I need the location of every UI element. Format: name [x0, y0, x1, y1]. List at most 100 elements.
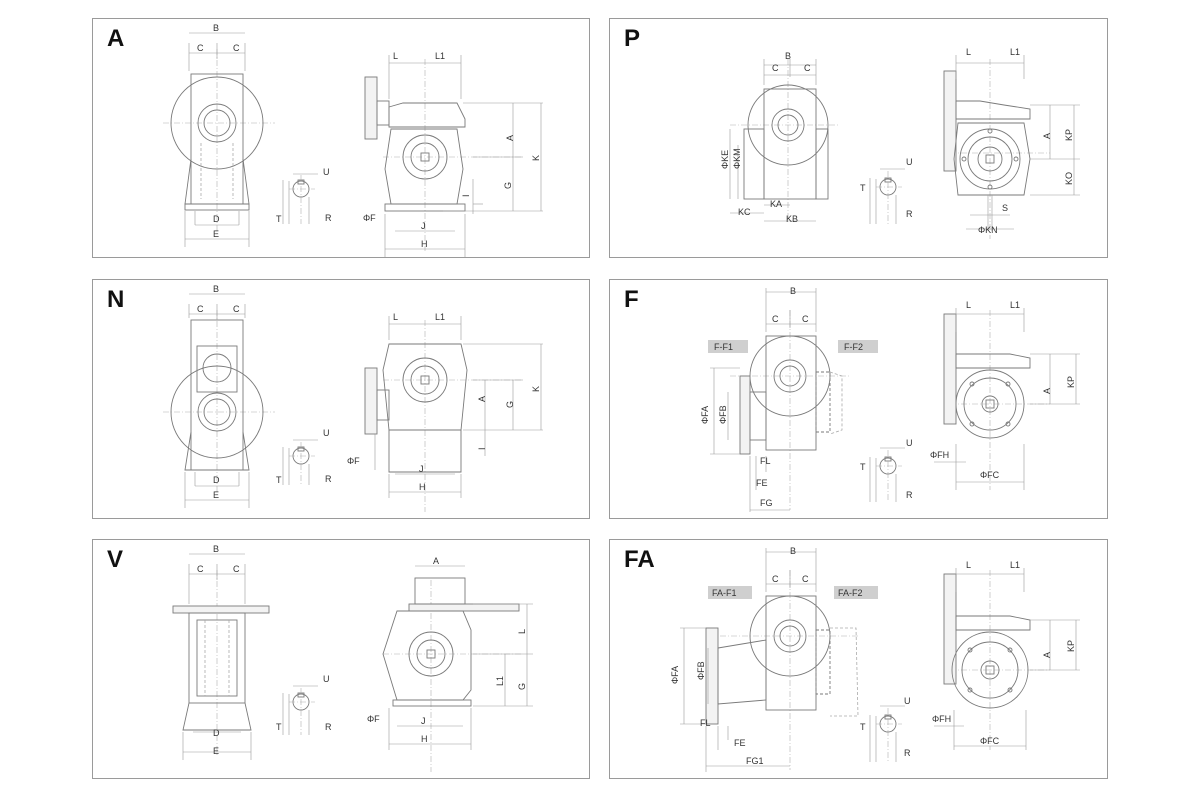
dim-f: ΦF — [363, 213, 376, 223]
shaft-detail: U T R — [276, 428, 332, 485]
dim-fa: ΦFA — [670, 666, 680, 684]
dim-i: I — [461, 194, 471, 197]
dim-fh: ΦFH — [930, 450, 949, 460]
panel-title: FA — [624, 546, 655, 573]
front-view: B C C D E — [163, 23, 275, 247]
panel-title: P — [624, 25, 641, 52]
dim-b: B — [213, 284, 219, 294]
dim-kp: KP — [1064, 129, 1074, 141]
front-view: F-F1 F-F2 B C C ΦFA ΦFB FL FE FG — [700, 286, 878, 512]
dim-t: T — [860, 462, 866, 472]
dim-c: C — [772, 574, 779, 584]
dim-t: T — [276, 475, 282, 485]
dim-h: H — [421, 239, 428, 249]
dim-c: C — [802, 314, 809, 324]
dim-a: A — [1042, 133, 1052, 139]
dim-c: C — [233, 564, 240, 574]
label-tag — [834, 586, 878, 599]
label-tag — [708, 340, 748, 353]
dim-t: T — [276, 214, 282, 224]
drawing-fa: FA-F1 FA-F2 B C C ΦFA ΦFB FL FE FG1 — [670, 546, 1080, 772]
dim-r: R — [325, 722, 332, 732]
dim-l: L — [966, 47, 971, 57]
side-view: L L1 A G K I ΦF J H — [347, 312, 543, 512]
dim-u: U — [906, 157, 913, 167]
dim-a: A — [505, 135, 515, 141]
panel-f: F F-F1 F-F2 — [609, 279, 1108, 519]
panel-a: A B C C D — [92, 18, 590, 258]
panel-title: A — [107, 25, 125, 52]
front-view: FA-F1 FA-F2 B C C ΦFA ΦFB FL FE FG1 — [670, 546, 878, 772]
side-view: L L1 A KP ΦFH ΦFC — [932, 560, 1080, 750]
shaft-detail: U T R — [276, 674, 332, 735]
dim-f: ΦF — [367, 714, 380, 724]
dim-l1: L1 — [435, 51, 445, 61]
dim-c: C — [197, 43, 204, 53]
side-view: L L1 A KP ΦFH ΦFC — [930, 300, 1080, 490]
dim-e: E — [213, 746, 219, 756]
dim-f: ΦF — [347, 456, 360, 466]
dim-c: C — [802, 574, 809, 584]
dim-r: R — [325, 474, 332, 484]
dim-u: U — [323, 674, 330, 684]
dim-r: R — [906, 490, 913, 500]
dim-a: A — [433, 556, 439, 566]
dim-j: J — [421, 221, 426, 231]
dim-b: B — [790, 546, 796, 556]
label-tag — [838, 340, 878, 353]
dim-l: L — [393, 51, 398, 61]
dim-u: U — [323, 428, 330, 438]
dim-c: C — [772, 63, 779, 73]
dim-r: R — [906, 209, 913, 219]
variant-tag-fa-f2: FA-F2 — [838, 588, 863, 598]
side-view: L L1 A G K I ΦF J H — [363, 51, 543, 257]
dim-j: J — [421, 716, 426, 726]
front-view: B C C ΦKE ΦKM KC KA KB — [720, 51, 840, 224]
dim-c: C — [197, 304, 204, 314]
dim-l1: L1 — [435, 312, 445, 322]
dim-ka: KA — [770, 199, 782, 209]
panel-fa: FA FA-F1 FA-F2 — [609, 539, 1108, 779]
dim-u: U — [906, 438, 913, 448]
drawing-f: F-F1 F-F2 B C C ΦFA ΦFB FL FE FG — [700, 286, 1080, 512]
dim-c: C — [804, 63, 811, 73]
dim-k: K — [531, 386, 541, 392]
dim-g: G — [503, 182, 513, 189]
dim-l1: L1 — [1010, 47, 1020, 57]
dim-fe: FE — [734, 738, 746, 748]
dim-l1: L1 — [1010, 560, 1020, 570]
drawing-n: B C C D E U T R — [163, 284, 543, 512]
side-view: L L1 A KP KO S ΦKN — [943, 47, 1080, 239]
dim-a: A — [1042, 388, 1052, 394]
panel-title: V — [107, 546, 124, 573]
drawing-v: B C C D E U T R — [172, 544, 533, 772]
dim-kc: KC — [738, 207, 751, 217]
panel-n: N B C C D E — [92, 279, 590, 519]
dim-l: L — [517, 629, 527, 634]
dim-fb: ΦFB — [718, 405, 728, 424]
shaft-detail: U T R — [276, 167, 332, 224]
dim-c: C — [233, 304, 240, 314]
dim-d: D — [213, 214, 220, 224]
panel-title: F — [624, 286, 639, 313]
dim-fg: FG — [760, 498, 773, 508]
dim-c: C — [233, 43, 240, 53]
dim-b: B — [213, 544, 219, 554]
variant-tag-f-f1: F-F1 — [714, 342, 733, 352]
panel-title: N — [107, 286, 125, 313]
dim-km: ΦKM — [732, 148, 742, 169]
dim-s: S — [1002, 203, 1008, 213]
shaft-detail: U T R — [860, 438, 913, 502]
shaft-detail: U T R — [860, 696, 911, 762]
front-view: B C C D E — [172, 544, 270, 760]
dim-i: I — [477, 447, 487, 450]
dim-fc: ΦFC — [980, 470, 1000, 480]
dim-k: K — [531, 155, 541, 161]
dim-fg1: FG1 — [746, 756, 764, 766]
dim-fe: FE — [756, 478, 768, 488]
dim-l1: L1 — [1010, 300, 1020, 310]
dim-e: E — [213, 490, 219, 500]
dim-ko: KO — [1064, 172, 1074, 185]
dim-g: G — [517, 683, 527, 690]
dim-e: E — [213, 229, 219, 239]
